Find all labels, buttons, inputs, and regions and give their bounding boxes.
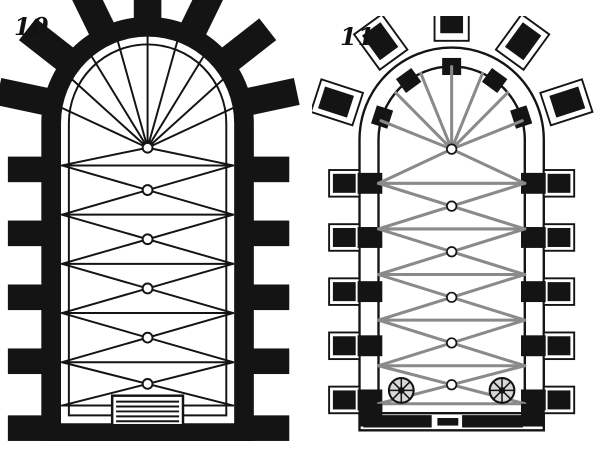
plan-10-entrance-steps [110, 394, 185, 427]
plan-10-drawing [0, 0, 300, 441]
plan-11-drawing [312, 16, 594, 432]
plan-11-bosses [446, 143, 458, 391]
plan-11-side-buttresses [328, 169, 576, 415]
figure-plan-11: 11 [312, 16, 597, 439]
plan-11-entrance-wall [359, 403, 544, 428]
figure-10-label: 10 [14, 12, 50, 41]
plan-10-side-buttresses [7, 156, 290, 441]
plan-10-interior [61, 36, 235, 424]
plan-11-apse-chapels [312, 16, 594, 129]
plan-10-apse-buttresses [0, 0, 300, 118]
plan-10-bosses [141, 141, 154, 390]
plan-11-rosettes [387, 377, 516, 404]
plan-11-wall-band [358, 46, 545, 432]
figure-plan-10: 10 [0, 0, 305, 448]
figure-11-label: 11 [340, 22, 376, 51]
